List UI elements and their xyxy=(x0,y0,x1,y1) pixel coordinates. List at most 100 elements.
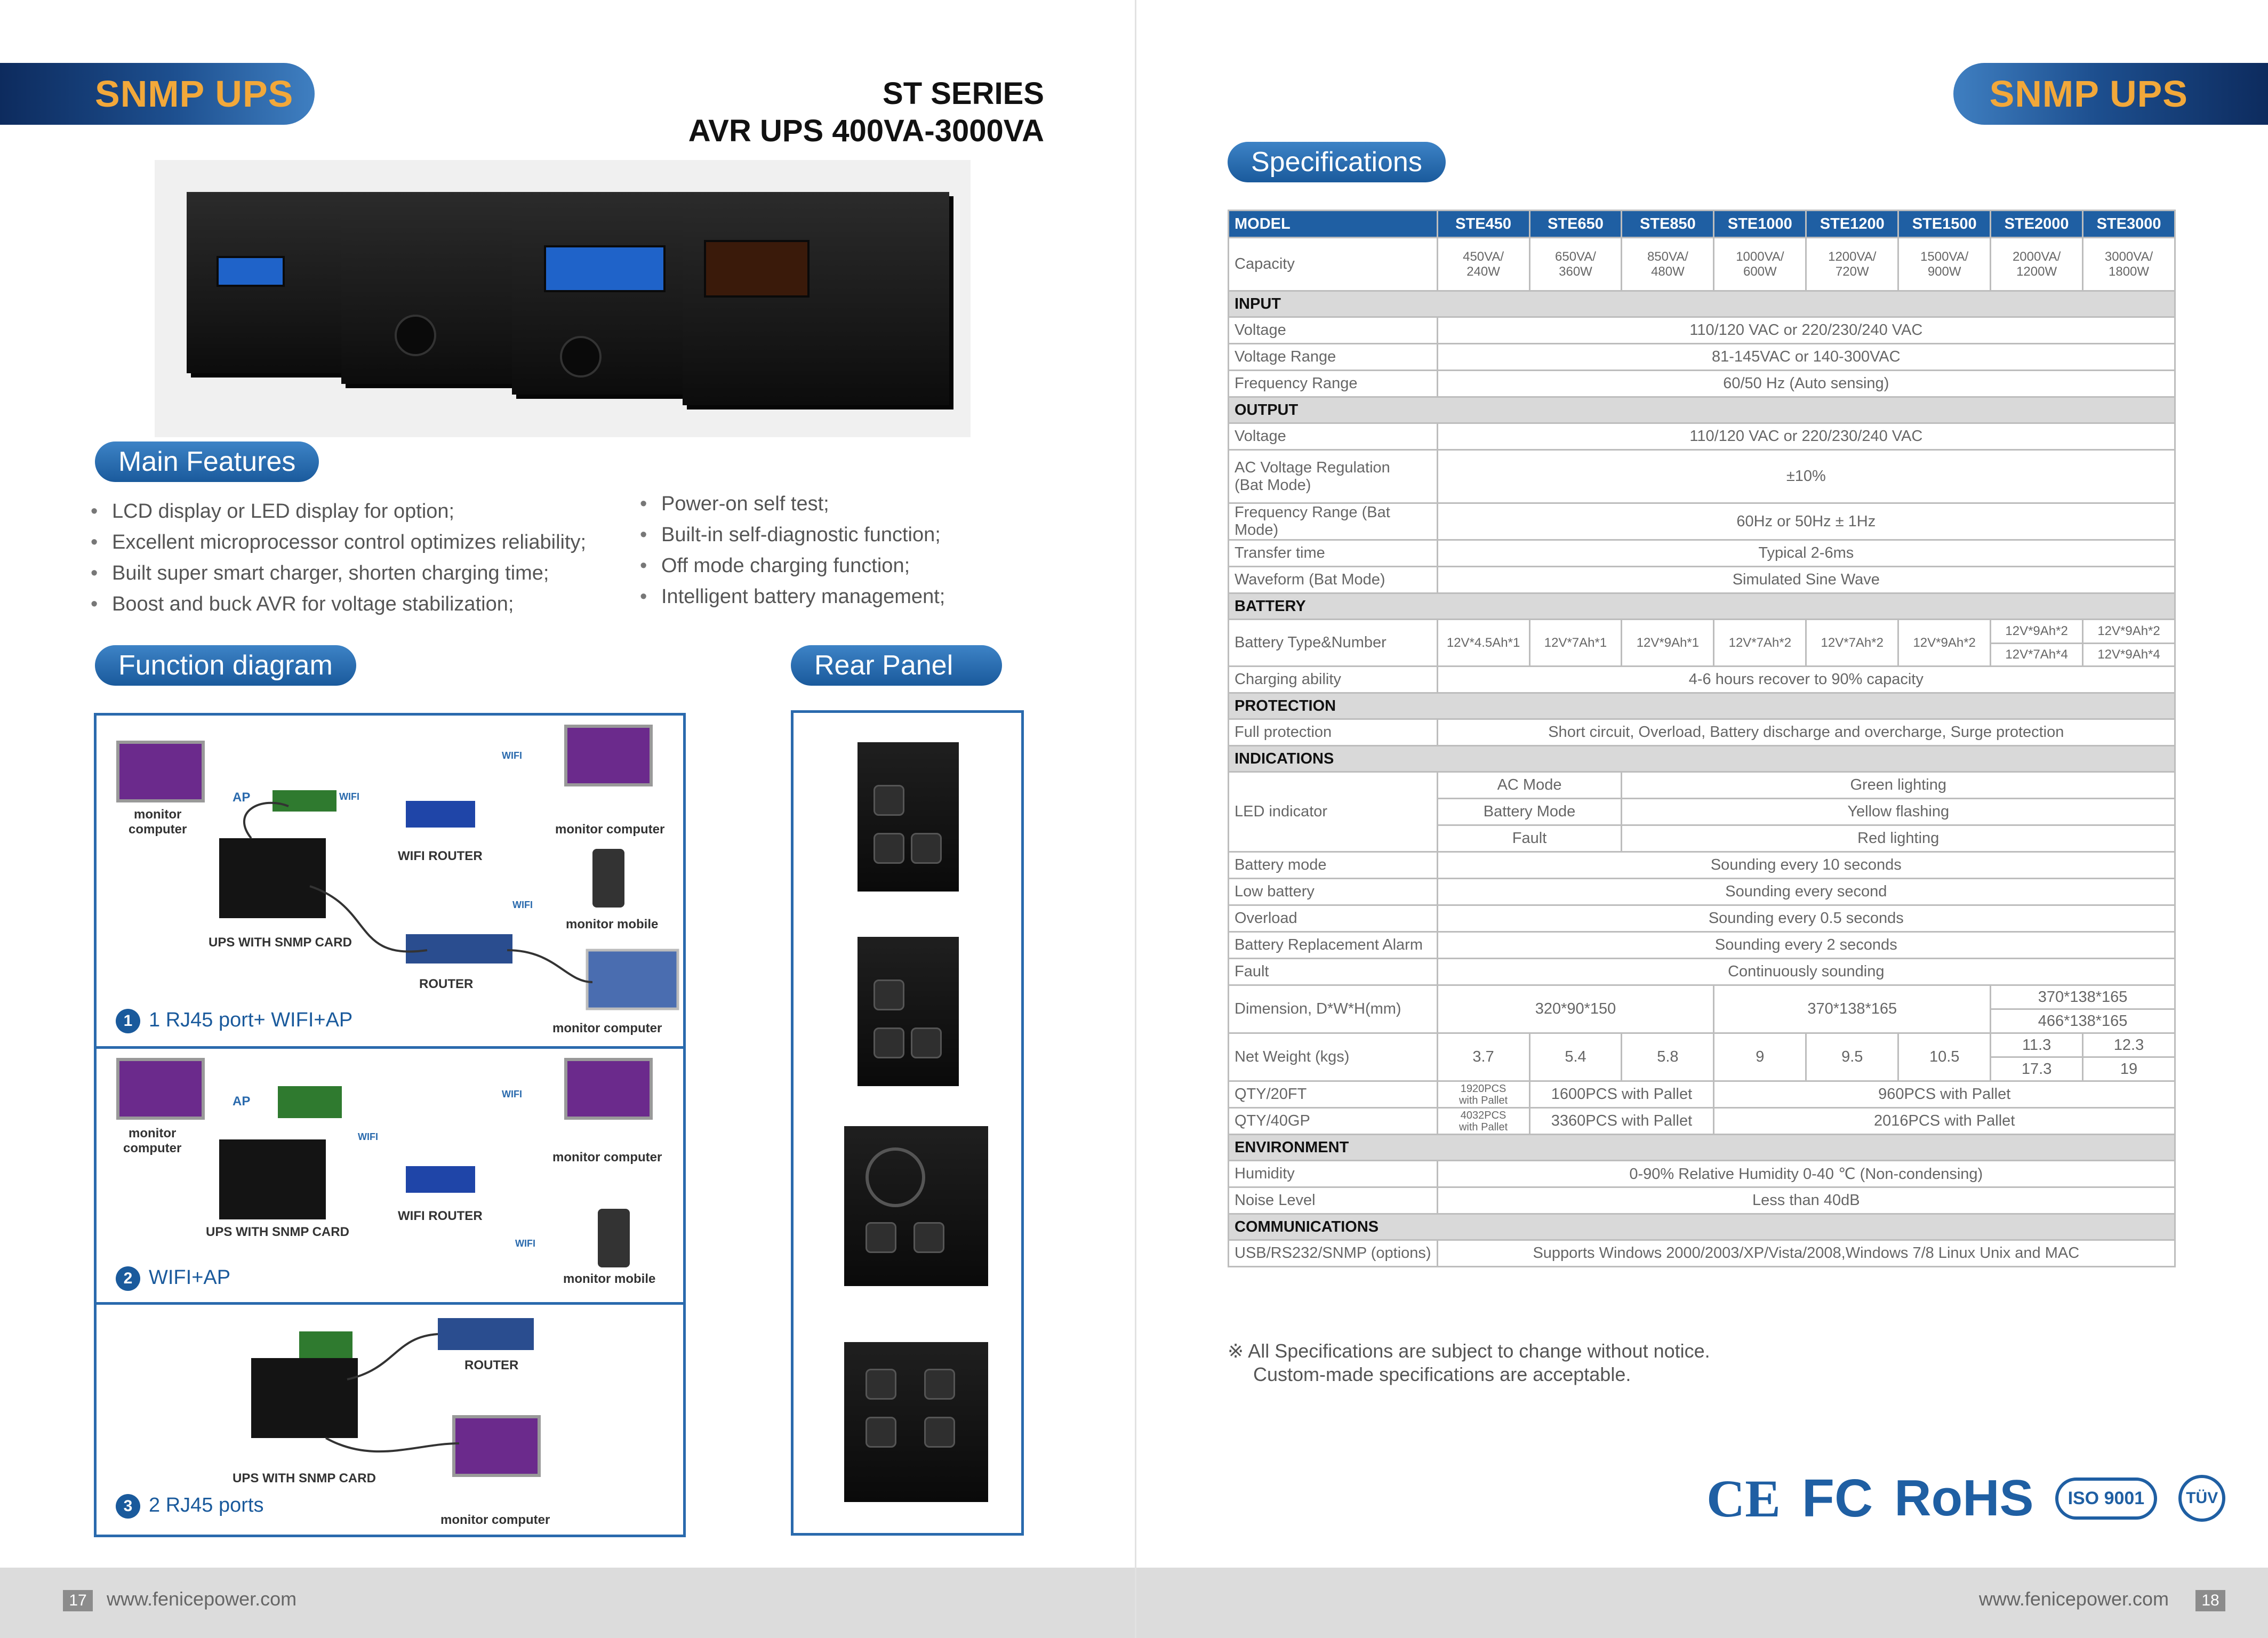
feature-item: Boost and buck AVR for voltage stabiliza… xyxy=(91,589,586,620)
row-label: Noise Level xyxy=(1228,1186,1438,1215)
label-monitor-computer: monitor computer xyxy=(552,1150,662,1165)
table-cell: 12V*9Ah*4 xyxy=(2082,643,2176,667)
section-row: OUTPUT xyxy=(1228,396,2176,424)
diagram-1-caption: 1 1 RJ45 port+ WIFI+AP xyxy=(116,1009,352,1033)
socket-icon xyxy=(924,1417,955,1448)
table-cell: 17.3 xyxy=(1990,1056,2084,1082)
fcc-mark-icon: FC xyxy=(1801,1468,1873,1528)
table-cell: 12V*4.5Ah*1 xyxy=(1436,619,1530,667)
row-label: Battery Type&Number xyxy=(1228,619,1438,667)
features-list-1: LCD display or LED display for option; E… xyxy=(91,496,586,620)
row-label: Transfer time xyxy=(1228,539,1438,567)
row-label: Low battery xyxy=(1228,878,1438,906)
table-cell: 320*90*150 xyxy=(1436,984,1715,1034)
table-cell: 4032PCS with Pallet xyxy=(1436,1107,1530,1135)
header-cell: STE850 xyxy=(1621,210,1715,238)
caption-text: 2 RJ45 ports xyxy=(149,1494,264,1517)
table-cell: 370*138*165 xyxy=(1713,984,1992,1034)
rear-panel-unit-3 xyxy=(844,1126,988,1286)
function-diagram-heading: Function diagram xyxy=(95,645,356,686)
table-cell: 370*138*165 xyxy=(1990,984,2176,1010)
socket-icon xyxy=(873,785,904,816)
row-label: Voltage Range xyxy=(1228,343,1438,371)
section-row: PROTECTION xyxy=(1228,692,2176,720)
section-title: INDICATIONS xyxy=(1228,745,2176,773)
label-wifi: WIFI xyxy=(515,1238,535,1249)
table-cell: 5.4 xyxy=(1528,1032,1623,1082)
table-cell: Green lighting xyxy=(1621,771,2176,799)
step-number: 2 xyxy=(116,1266,140,1291)
table-row: Battery Type&Number 12V*4.5Ah*1 12V*7Ah*… xyxy=(1228,619,2176,667)
lcd-screen xyxy=(217,256,285,287)
header-cell: STE1500 xyxy=(1897,210,1992,238)
rear-panel-unit-1 xyxy=(857,742,959,892)
table-cell: 1200VA/ 720W xyxy=(1805,237,1900,292)
row-label: Full protection xyxy=(1228,718,1438,746)
socket-icon xyxy=(873,979,904,1010)
diagram-2-graphic xyxy=(116,1058,653,1267)
row-label: Net Weight (kgs) xyxy=(1228,1032,1438,1082)
note-line-2: Custom-made specifications are acceptabl… xyxy=(1253,1363,1631,1385)
feature-item: Excellent microprocessor control optimiz… xyxy=(91,527,586,558)
feature-item: Power-on self test; xyxy=(640,488,945,519)
table-cell: 960PCS with Pallet xyxy=(1713,1080,2176,1109)
label-monitor-computer: monitor computer xyxy=(123,1126,182,1155)
spec-note: ※ All Specifications are subject to chan… xyxy=(1228,1339,1710,1386)
table-cell: Red lighting xyxy=(1621,824,2176,853)
table-cell: 5.8 xyxy=(1621,1032,1715,1082)
power-knob xyxy=(395,315,436,356)
label-wifi-router: WIFI ROUTER xyxy=(398,849,483,863)
iso-9001-icon: ISO 9001 xyxy=(2055,1477,2158,1520)
diagram-section-3: ROUTER UPS WITH SNMP CARD monitor comput… xyxy=(97,1305,683,1535)
label-wifi: WIFI xyxy=(339,791,359,802)
table-cell: 1500VA/ 900W xyxy=(1897,237,1992,292)
table-row: Battery Mode Yellow flashing xyxy=(1229,798,2176,826)
table-cell: 650VA/ 360W xyxy=(1528,237,1623,292)
socket-icon xyxy=(873,833,904,864)
header-cell: STE1000 xyxy=(1713,210,1807,238)
note-line-1: ※ All Specifications are subject to chan… xyxy=(1228,1340,1710,1362)
row-label: Frequency Range xyxy=(1228,370,1438,398)
specifications-table: MODEL STE450 STE650 STE850 STE1000 STE12… xyxy=(1228,210,2176,1267)
website-link[interactable]: www.fenicepower.com xyxy=(107,1588,297,1610)
row-label: Capacity xyxy=(1228,237,1438,292)
table-row: 466*138*165 xyxy=(1229,1008,2176,1034)
lcd-screen xyxy=(544,245,666,292)
table-cell: 60Hz or 50Hz ± 1Hz xyxy=(1436,502,2176,541)
table-cell: Simulated Sine Wave xyxy=(1436,566,2176,594)
feature-item: Built-in self-diagnostic function; xyxy=(640,519,945,550)
label-ups-with-snmp-card: UPS WITH SNMP CARD xyxy=(209,935,352,950)
left-page: SNMP UPS ST SERIES AVR UPS 400VA-3000VA … xyxy=(0,0,1135,1638)
section-row: ENVIRONMENT xyxy=(1228,1134,2176,1161)
table-cell: 19 xyxy=(2082,1056,2176,1082)
main-features-heading: Main Features xyxy=(95,441,319,482)
led-display xyxy=(704,240,810,298)
table-row: Waveform (Bat Mode)Simulated Sine Wave xyxy=(1228,566,2176,594)
table-row: 17.3 19 xyxy=(1229,1056,2176,1082)
series-title: ST SERIES xyxy=(883,76,1044,111)
caption-text: 1 RJ45 port+ WIFI+AP xyxy=(149,1009,353,1032)
table-cell: 12V*9Ah*2 xyxy=(2082,619,2176,644)
header-cell: STE2000 xyxy=(1990,210,2084,238)
table-row: LED indicator AC Mode Green lighting xyxy=(1228,771,2176,853)
snmp-ups-banner: SNMP UPS xyxy=(0,63,315,125)
website-link[interactable]: www.fenicepower.com xyxy=(1978,1588,2169,1610)
table-cell: 12V*9Ah*2 xyxy=(1990,619,2084,644)
table-cell: Supports Windows 2000/2003/XP/Vista/2008… xyxy=(1436,1239,2176,1267)
socket-icon xyxy=(924,1369,955,1400)
step-number: 1 xyxy=(116,1009,140,1033)
certification-logos: CE FC RoHS ISO 9001 TÜV xyxy=(1706,1466,2226,1530)
rear-panel xyxy=(791,710,1024,1536)
label-wifi: WIFI xyxy=(512,900,533,910)
section-title: BATTERY xyxy=(1228,592,2176,620)
product-hero-image xyxy=(155,160,971,437)
table-cell: Battery Mode xyxy=(1436,798,1623,826)
row-label: Humidity xyxy=(1228,1160,1438,1188)
socket-icon xyxy=(911,1027,942,1058)
